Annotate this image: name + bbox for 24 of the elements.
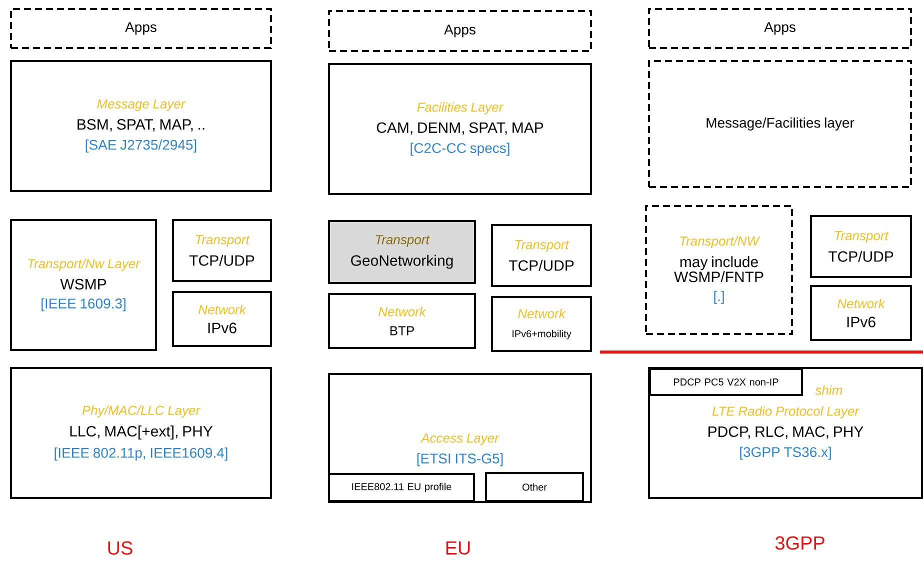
dashed-layer-box: Apps <box>10 8 272 49</box>
shaded-layer-box: Transport GeoNetworking <box>328 220 476 284</box>
layer-box: Transport TCP/UDP <box>491 224 592 287</box>
dashed-layer-box: Apps <box>328 10 592 52</box>
layer-box: Transport TCP/UDP <box>172 219 272 282</box>
sublayer-box: IEEE802.11 EU profile <box>328 473 475 502</box>
column-label: EU <box>446 541 470 555</box>
layer-box: Message Layer BSM, SPAT, MAP, .. [SAE J2735/2945] <box>10 60 272 192</box>
layer-label: shim <box>815 385 842 395</box>
layer-box: Network IPv6 <box>172 291 272 347</box>
dashed-layer-box: Transport/NW may include WSMP/FNTP [.] <box>645 205 793 335</box>
layer-box: Transport TCP/UDP <box>810 215 912 278</box>
sublayer-box: Other <box>485 472 584 502</box>
column-label: 3GPP <box>775 536 824 550</box>
layer-box: Network BTP <box>328 293 476 349</box>
dashed-layer-box: Apps <box>648 8 912 49</box>
sublayer-box: PDCP PC5 V2X non-IP <box>649 368 803 396</box>
layer-box: Facilities Layer CAM, DENM, SPAT, MAP [C2C-CC specs] <box>328 63 592 195</box>
column-label: US <box>108 541 132 555</box>
layer-box: Phy/MAC/LLC Layer LLC, MAC[+ext], PHY [IEEE 802.11p, IEEE1609.4] <box>10 367 272 499</box>
layer-box: Network IPv6 <box>810 285 912 341</box>
layer-box: Network IPv6+mobility <box>491 296 592 352</box>
layer-box: Transport/Nw Layer WSMP [IEEE 1609.3] <box>10 219 157 351</box>
dashed-layer-box: Message/Facilities layer <box>648 60 912 188</box>
